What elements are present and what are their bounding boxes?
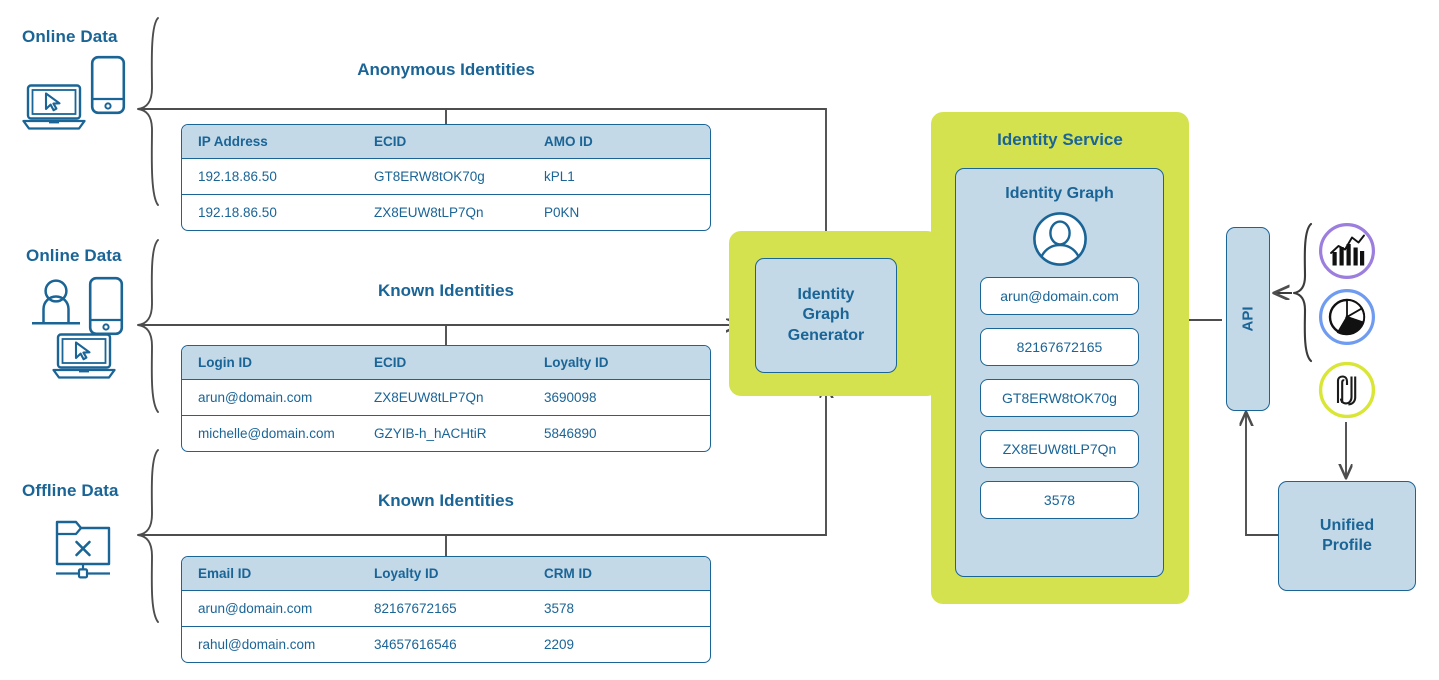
- table-cell: 2209: [544, 637, 575, 652]
- identity-graph-generator-node[interactable]: Identity Graph Generator: [755, 258, 897, 373]
- table-cell: ZX8EUW8tLP7Qn: [374, 205, 484, 220]
- table-cell: 3578: [544, 601, 575, 616]
- table-anonymous-identities: IP Address ECID AMO ID 192.18.86.50 GT8E…: [181, 124, 711, 231]
- table-cell: P0KN: [544, 205, 580, 220]
- table-row: arun@domain.com 82167672165 3578: [182, 590, 710, 626]
- table-cell: arun@domain.com: [198, 390, 313, 405]
- identity-pill[interactable]: arun@domain.com: [980, 277, 1139, 315]
- table-known-identities-offline: Email ID Loyalty ID CRM ID arun@domain.c…: [181, 556, 711, 663]
- generator-label-line3: Generator: [787, 326, 865, 344]
- source-icons-group-1: [22, 55, 142, 130]
- table-cell: arun@domain.com: [198, 601, 313, 616]
- brace-offline-data: [137, 449, 159, 623]
- identity-graph-title: Identity Graph: [1005, 185, 1114, 202]
- identity-service-title: Identity Service: [997, 130, 1123, 149]
- laptop-cursor-icon: [22, 84, 86, 130]
- identity-pill[interactable]: ZX8EUW8tLP7Qn: [980, 430, 1139, 468]
- analytics-bar-chart-icon[interactable]: [1318, 222, 1376, 280]
- table-header-cell: ECID: [374, 134, 407, 149]
- table-header-row: Email ID Loyalty ID CRM ID: [182, 557, 710, 590]
- table-row: michelle@domain.com GZYIB-h_hACHtiR 5846…: [182, 415, 710, 451]
- table-header-cell: ECID: [374, 355, 407, 370]
- identity-list: arun@domain.com 82167672165 GT8ERW8tOK70…: [956, 267, 1163, 519]
- table-header-cell: AMO ID: [544, 134, 593, 149]
- table-cell: rahul@domain.com: [198, 637, 316, 652]
- laptop-cursor-icon: [52, 333, 116, 379]
- source-label-offline-data: Offline Data: [22, 481, 119, 500]
- source-label-online-data-2: Online Data: [26, 246, 122, 265]
- mobile-phone-icon: [90, 55, 126, 115]
- connector-unified-profile-to-api: [1246, 412, 1278, 536]
- table-cell: 34657616546: [374, 637, 457, 652]
- brace-online-data-1: [137, 17, 159, 206]
- table-header-cell: CRM ID: [544, 566, 592, 581]
- connector-offline-to-generator: [140, 384, 826, 536]
- table-cell: 192.18.86.50: [198, 205, 277, 220]
- identity-pill[interactable]: GT8ERW8tOK70g: [980, 379, 1139, 417]
- unified-profile-node[interactable]: Unified Profile: [1278, 481, 1416, 591]
- table-header-cell: Loyalty ID: [374, 566, 439, 581]
- identity-graph-card: Identity Graph arun@domain.com 821676721…: [955, 168, 1164, 577]
- table-header-cell: IP Address: [198, 134, 268, 149]
- table-header-row: IP Address ECID AMO ID: [182, 125, 710, 158]
- unified-profile-label-line2: Profile: [1322, 537, 1372, 554]
- table-cell: 3690098: [544, 390, 597, 405]
- table-row: rahul@domain.com 34657616546 2209: [182, 626, 710, 662]
- person-icon: [32, 279, 80, 325]
- source-icons-group-2: [22, 276, 152, 386]
- table-cell: 82167672165: [374, 601, 457, 616]
- brace-online-data-2: [137, 239, 159, 413]
- generator-label-line1: Identity: [797, 285, 855, 303]
- brace-app-icons: [1292, 222, 1313, 363]
- api-node[interactable]: API: [1226, 227, 1270, 411]
- table-header-cell: Loyalty ID: [544, 355, 609, 370]
- table-header-cell: Email ID: [198, 566, 252, 581]
- table-header-row: Login ID ECID Loyalty ID: [182, 346, 710, 379]
- source-icons-group-3: [52, 516, 132, 586]
- person-avatar-icon: [1032, 212, 1087, 266]
- mobile-phone-icon: [88, 276, 124, 336]
- adobe-journey-icon[interactable]: [1318, 361, 1376, 419]
- source-label-online-data-1: Online Data: [22, 27, 118, 46]
- table-header-cell: Login ID: [198, 355, 252, 370]
- table-row: 192.18.86.50 GT8ERW8tOK70g kPL1: [182, 158, 710, 194]
- table-row: 192.18.86.50 ZX8EUW8tLP7Qn P0KN: [182, 194, 710, 230]
- unified-profile-label: Unified Profile: [1320, 516, 1374, 557]
- table-cell: GZYIB-h_hACHtiR: [374, 426, 487, 441]
- identity-pill[interactable]: 3578: [980, 481, 1139, 519]
- folder-x-icon: [55, 520, 111, 579]
- api-label: API: [1239, 306, 1257, 332]
- generator-label-line2: Graph: [802, 306, 850, 324]
- identity-pill[interactable]: 82167672165: [980, 328, 1139, 366]
- section-title-anonymous-identities: Anonymous Identities: [357, 60, 535, 79]
- unified-profile-label-line1: Unified: [1319, 516, 1375, 534]
- table-cell: GT8ERW8tOK70g: [374, 169, 485, 184]
- table-known-identities-online: Login ID ECID Loyalty ID arun@domain.com…: [181, 345, 711, 452]
- section-title-known-identities-offline: Known Identities: [378, 491, 514, 510]
- connector-anonymous-to-generator: [140, 108, 826, 258]
- table-cell: ZX8EUW8tLP7Qn: [374, 390, 484, 405]
- identity-graph-generator-label: Identity Graph Generator: [788, 285, 864, 346]
- section-title-known-identities-online: Known Identities: [378, 281, 514, 300]
- table-cell: 5846890: [544, 426, 597, 441]
- table-cell: 192.18.86.50: [198, 169, 277, 184]
- table-cell: kPL1: [544, 169, 575, 184]
- pie-chart-icon[interactable]: [1318, 288, 1376, 346]
- table-cell: michelle@domain.com: [198, 426, 335, 441]
- identity-graph-avatar-wrap: [956, 211, 1163, 267]
- table-row: arun@domain.com ZX8EUW8tLP7Qn 3690098: [182, 379, 710, 415]
